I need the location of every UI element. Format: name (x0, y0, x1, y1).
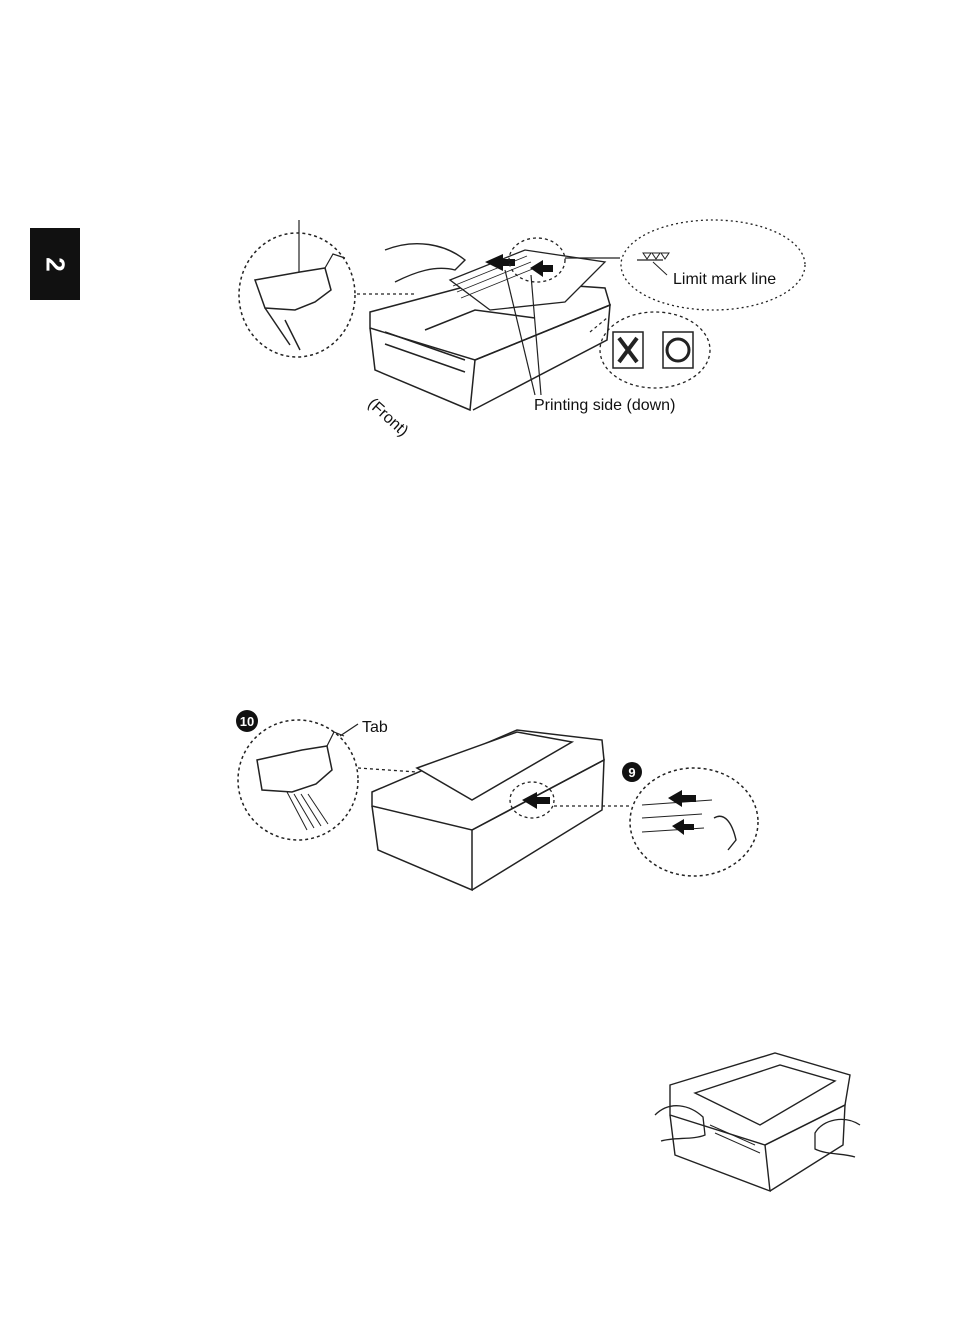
tray-illustration-3 (655, 1045, 860, 1193)
correct-orientation-icon (667, 339, 689, 361)
paper-tray-2 (372, 730, 604, 890)
guide-zoom-circle (630, 768, 758, 876)
arrow-push-icon (522, 792, 550, 809)
figure-insert-tray (655, 1045, 860, 1193)
arrow-left-icon-3 (672, 819, 694, 835)
tab-zoom-circle (238, 720, 358, 840)
limit-mark-line-label: Limit mark line (673, 272, 776, 288)
step-badge-10: 10 (236, 710, 258, 732)
chapter-tab: 2 (30, 228, 80, 300)
figure-adjust-guides: 10 9 Tab (232, 700, 762, 896)
tab-label: Tab (362, 720, 388, 736)
right-hand (815, 1119, 860, 1157)
chapter-number: 2 (40, 257, 71, 271)
wrong-orientation-icon (619, 338, 637, 362)
paper-stack (450, 250, 605, 310)
arrow-left-icon-2 (668, 790, 696, 807)
tray-illustration-1 (235, 210, 810, 430)
zoom-circle-left (239, 220, 355, 357)
hand (385, 244, 465, 282)
step-badge-9: 9 (622, 762, 642, 782)
limit-mark-callout (621, 220, 805, 310)
figure-load-paper: Limit mark line Printing side (down) (Fr… (235, 210, 810, 430)
printing-side-label: Printing side (down) (534, 398, 675, 414)
tray-illustration-2 (232, 700, 762, 896)
